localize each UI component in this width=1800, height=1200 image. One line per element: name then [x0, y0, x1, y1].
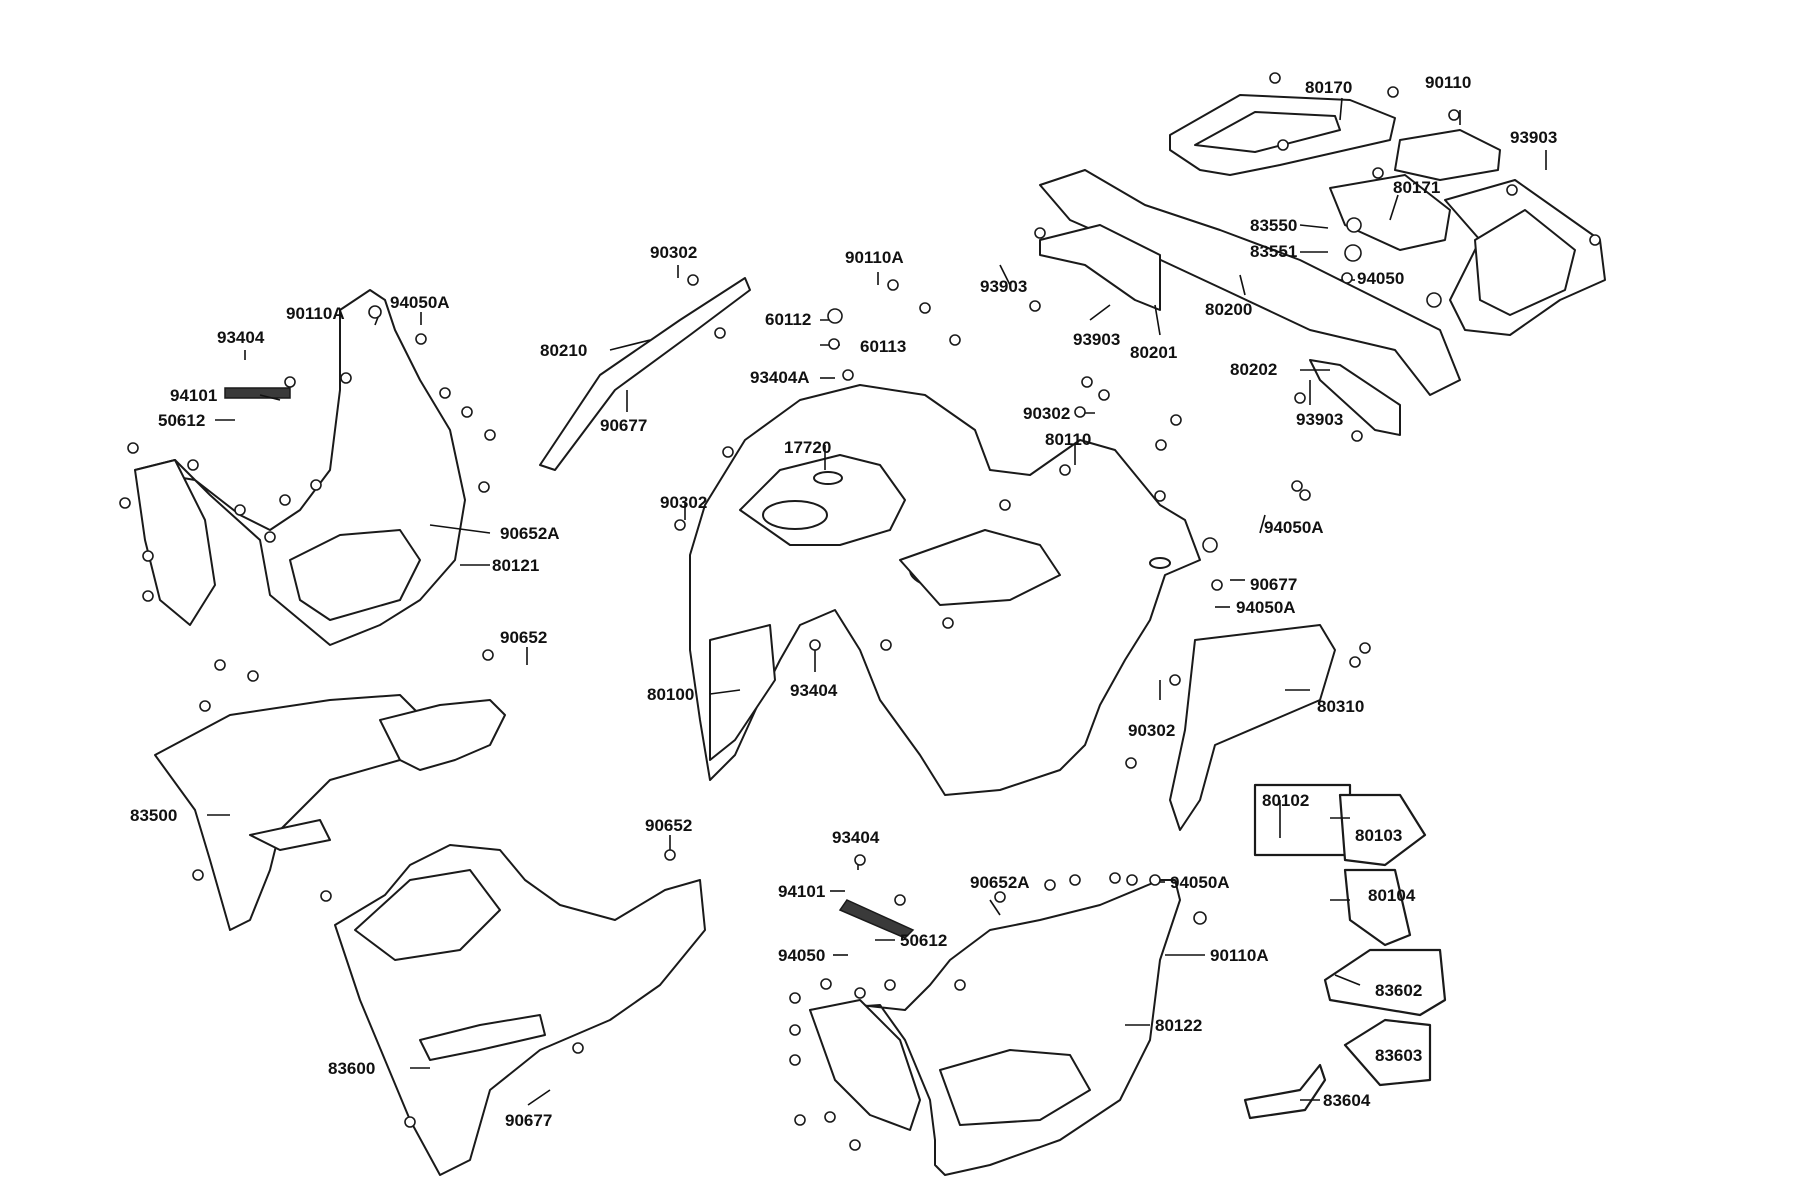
- fasteners: [119, 72, 1601, 1151]
- label-80100: 80100: [647, 685, 694, 704]
- label-17720: 17720: [784, 438, 831, 457]
- label-83604: 83604: [1323, 1091, 1371, 1110]
- label-93404: 93404: [832, 828, 880, 847]
- label-93903: 93903: [980, 277, 1027, 296]
- label-90652a: 90652A: [500, 524, 560, 543]
- label-94050a: 94050A: [390, 293, 450, 312]
- label-83550: 83550: [1250, 216, 1297, 235]
- label-83551: 83551: [1250, 242, 1297, 261]
- label-93903: 93903: [1296, 410, 1343, 429]
- label-94101: 94101: [170, 386, 217, 405]
- label-80104: 80104: [1368, 886, 1416, 905]
- label-90677: 90677: [600, 416, 647, 435]
- decals: [1243, 783, 1447, 1120]
- rear-fender-strip-80210: [539, 277, 751, 471]
- right-footwell-80122: [809, 879, 1181, 1176]
- label-93404: 93404: [217, 328, 265, 347]
- label-60113: 60113: [860, 337, 906, 356]
- label-90677: 90677: [1250, 575, 1297, 594]
- label-90110a: 90110A: [845, 248, 904, 267]
- label-50612: 50612: [900, 931, 947, 950]
- label-80121: 80121: [492, 556, 539, 575]
- label-83600: 83600: [328, 1059, 375, 1078]
- label-80171: 80171: [1393, 178, 1440, 197]
- front-fender-right-83600: [334, 844, 706, 1176]
- label-80200: 80200: [1205, 300, 1252, 319]
- label-80210: 80210: [540, 341, 587, 360]
- label-90302: 90302: [1128, 721, 1175, 740]
- rear-mudguard-80310: [1169, 624, 1336, 831]
- label-90302: 90302: [650, 243, 697, 262]
- label-90110: 90110: [1425, 73, 1471, 92]
- label-83603: 83603: [1375, 1046, 1422, 1065]
- label-94101: 94101: [778, 882, 825, 901]
- label-90302: 90302: [1023, 404, 1070, 423]
- label-90652a: 90652A: [970, 873, 1030, 892]
- label-93903: 93903: [1073, 330, 1120, 349]
- label-90652: 90652: [500, 628, 547, 647]
- label-83500: 83500: [130, 806, 177, 825]
- label-94050a: 94050A: [1264, 518, 1324, 537]
- label-93903: 93903: [1510, 128, 1557, 147]
- rear-bracket-80202: [1309, 359, 1401, 436]
- label-50612: 50612: [158, 411, 205, 430]
- rear-fender-top-panel: [1039, 169, 1461, 396]
- label-80202: 80202: [1230, 360, 1277, 379]
- label-80110: 80110: [1045, 430, 1091, 449]
- label-80103: 80103: [1355, 826, 1402, 845]
- front-fender-left-83500: [154, 694, 506, 931]
- label-60112: 60112: [765, 310, 811, 329]
- label-94050: 94050: [1357, 269, 1404, 288]
- label-83602: 83602: [1375, 981, 1422, 1000]
- label-80310: 80310: [1317, 697, 1364, 716]
- label-94050a: 94050A: [1170, 873, 1230, 892]
- label-93404a: 93404A: [750, 368, 810, 387]
- label-90302: 90302: [660, 493, 707, 512]
- label-90652: 90652: [645, 816, 692, 835]
- label-80102: 80102: [1262, 791, 1309, 810]
- label-80170: 80170: [1305, 78, 1352, 97]
- rear-carrier-rack: [1169, 94, 1606, 336]
- label-80122: 80122: [1155, 1016, 1202, 1035]
- leader-lines: [207, 97, 1547, 1106]
- label-90677: 90677: [505, 1111, 552, 1130]
- label-94050: 94050: [778, 946, 825, 965]
- label-80201: 80201: [1130, 343, 1177, 362]
- part-number-labels: 80170 90110 93903 80171 83550 83551 9405…: [130, 73, 1557, 1130]
- rear-fender-body: [689, 384, 1201, 796]
- label-90110a: 90110A: [1210, 946, 1269, 965]
- label-90110a: 90110A: [286, 304, 345, 323]
- left-footwell-80121: [134, 289, 466, 646]
- label-93404: 93404: [790, 681, 838, 700]
- label-94050a: 94050A: [1236, 598, 1296, 617]
